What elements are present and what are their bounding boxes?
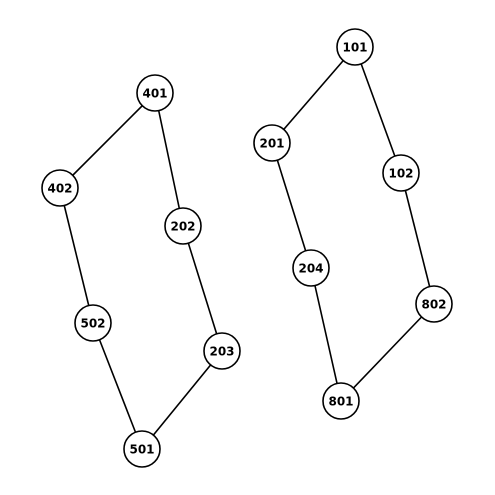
edge-401-202 [154, 92, 184, 227]
node-502-circle [74, 304, 112, 342]
node-402[interactable]: 402 [41, 169, 79, 207]
edge-802-801 [340, 303, 435, 402]
node-501-circle [123, 430, 161, 468]
node-204-label: 204 [298, 262, 323, 276]
node-204[interactable]: 204 [292, 249, 330, 287]
node-102-circle [382, 154, 420, 192]
node-201-label: 201 [259, 137, 284, 151]
node-401-circle [136, 74, 174, 112]
node-802[interactable]: 802 [415, 285, 453, 323]
edge-101-102 [354, 46, 402, 174]
node-102[interactable]: 102 [382, 154, 420, 192]
node-202-circle [164, 207, 202, 245]
edge-204-801 [310, 267, 342, 402]
node-201-circle [253, 124, 291, 162]
edge-402-502 [59, 187, 94, 324]
node-203[interactable]: 203 [203, 332, 241, 370]
edge-101-201 [271, 46, 356, 144]
node-201[interactable]: 201 [253, 124, 291, 162]
node-101-label: 101 [342, 41, 367, 55]
node-501[interactable]: 501 [123, 430, 161, 468]
node-801-label: 801 [328, 395, 353, 409]
node-203-label: 203 [209, 345, 234, 359]
node-402-circle [41, 169, 79, 207]
edge-203-501 [141, 350, 223, 450]
node-502-label: 502 [80, 317, 105, 331]
node-402-label: 402 [47, 182, 72, 196]
node-801[interactable]: 801 [322, 382, 360, 420]
node-101-circle [336, 28, 374, 66]
node-202-label: 202 [170, 220, 195, 234]
node-102-label: 102 [388, 167, 413, 181]
nodes-layer: 101 201 102 204 802 801 401 402 [41, 28, 453, 468]
node-502[interactable]: 502 [74, 304, 112, 342]
node-202[interactable]: 202 [164, 207, 202, 245]
node-802-label: 802 [421, 298, 446, 312]
node-801-circle [322, 382, 360, 420]
node-204-circle [292, 249, 330, 287]
node-203-circle [203, 332, 241, 370]
node-802-circle [415, 285, 453, 323]
node-401-label: 401 [142, 87, 167, 101]
edge-502-501 [92, 322, 143, 450]
edge-102-802 [400, 172, 435, 305]
edge-401-402 [59, 92, 156, 189]
edge-201-204 [271, 142, 312, 269]
node-401[interactable]: 401 [136, 74, 174, 112]
edge-202-203 [182, 225, 223, 352]
node-101[interactable]: 101 [336, 28, 374, 66]
edges-layer [59, 46, 435, 450]
node-501-label: 501 [129, 443, 154, 457]
